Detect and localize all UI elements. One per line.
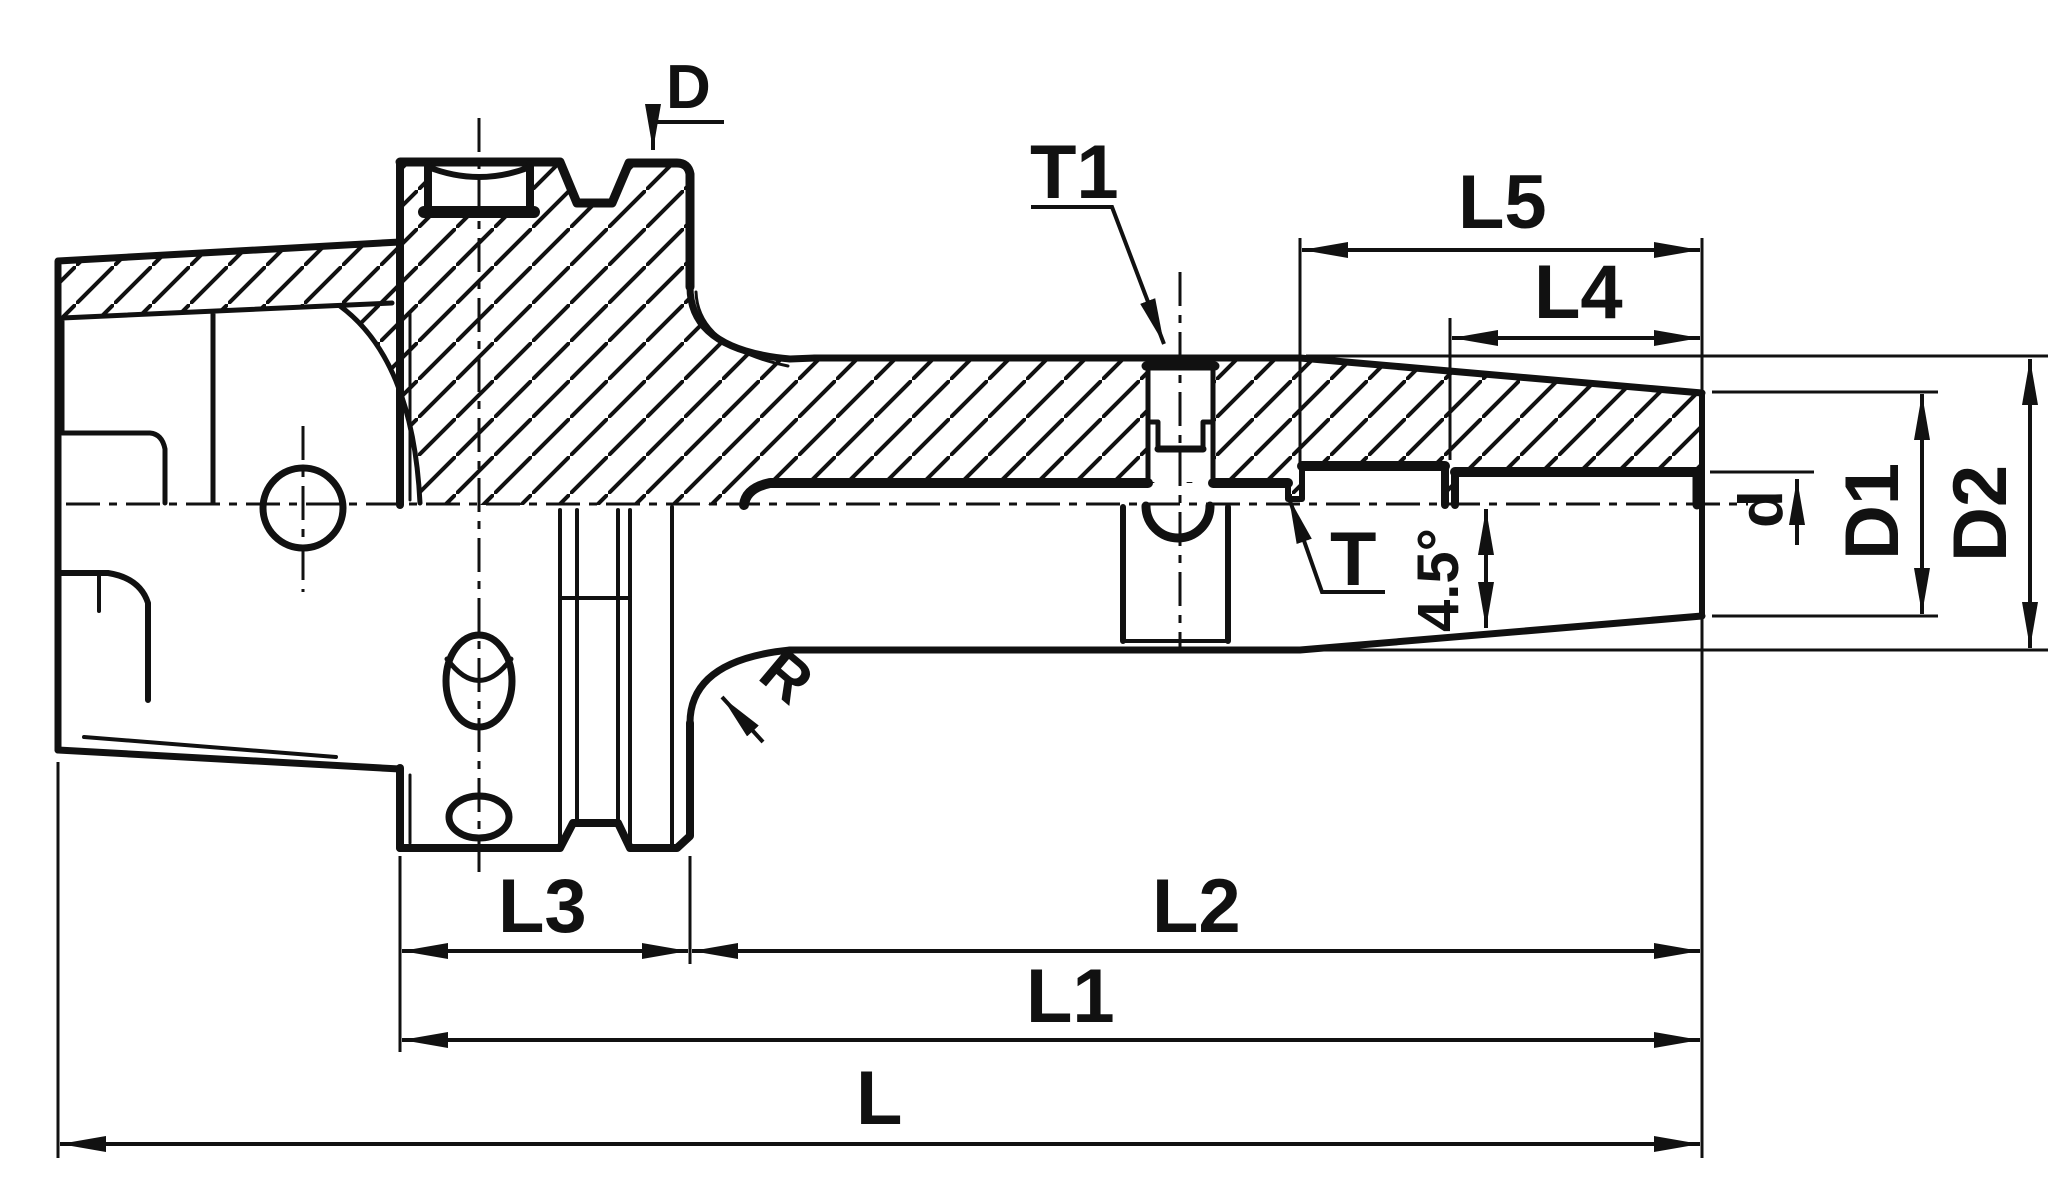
label-taper-angle: 4.5° [1406, 528, 1471, 632]
label-D2: D2 [1938, 465, 2023, 562]
pilot-bore-line [739, 478, 1293, 510]
shank-wall-section [58, 242, 400, 318]
label-d: d [1727, 490, 1796, 528]
shank-bottom-edge [54, 746, 404, 773]
label-L: L [856, 1056, 902, 1141]
flange-top-profile [395, 157, 695, 292]
flange-bottom-profile [396, 719, 694, 852]
adjust-screw-window [1120, 501, 1231, 644]
leader-D [645, 104, 724, 150]
label-L5: L5 [1458, 160, 1547, 245]
leader-T [1287, 497, 1385, 594]
extension-lines [56, 238, 2048, 1158]
centerlines [66, 118, 1748, 876]
shank-clamp-pad [55, 570, 151, 703]
adjust-screw-head [1141, 501, 1215, 543]
body-wall-section [340, 162, 1702, 505]
label-D: D [666, 53, 711, 122]
groove-projection-lines [558, 505, 674, 847]
shank-cone-chamfer [82, 735, 338, 759]
dimension-labels: D T1 L5 L4 d D1 D2 4.5° T R L3 L2 L1 L [498, 53, 2023, 1141]
leader-R [720, 695, 765, 744]
hsk-shank-inner-wall [59, 300, 395, 506]
neck-fillet-bottom [686, 646, 794, 727]
label-L1: L1 [1026, 954, 1115, 1039]
dimension-lines [60, 104, 2038, 1152]
section-hatching [58, 162, 1702, 505]
shrink-bore-profile [739, 461, 1702, 510]
label-D1: D1 [1830, 463, 1915, 560]
neck-and-nose-bottom-edge [786, 612, 1706, 654]
label-L3: L3 [498, 864, 587, 949]
lower-outline [54, 464, 1706, 852]
hsk-shank-outline [54, 238, 404, 754]
flange-neck-transition [686, 283, 819, 363]
relief-slit [1441, 462, 1459, 509]
leader-T1 [1031, 205, 1166, 345]
flange-neck-transition-inner [694, 290, 790, 368]
label-L4: L4 [1534, 250, 1623, 335]
label-T: T [1330, 517, 1376, 602]
label-L2: L2 [1152, 864, 1241, 949]
label-T1: T1 [1030, 130, 1119, 215]
